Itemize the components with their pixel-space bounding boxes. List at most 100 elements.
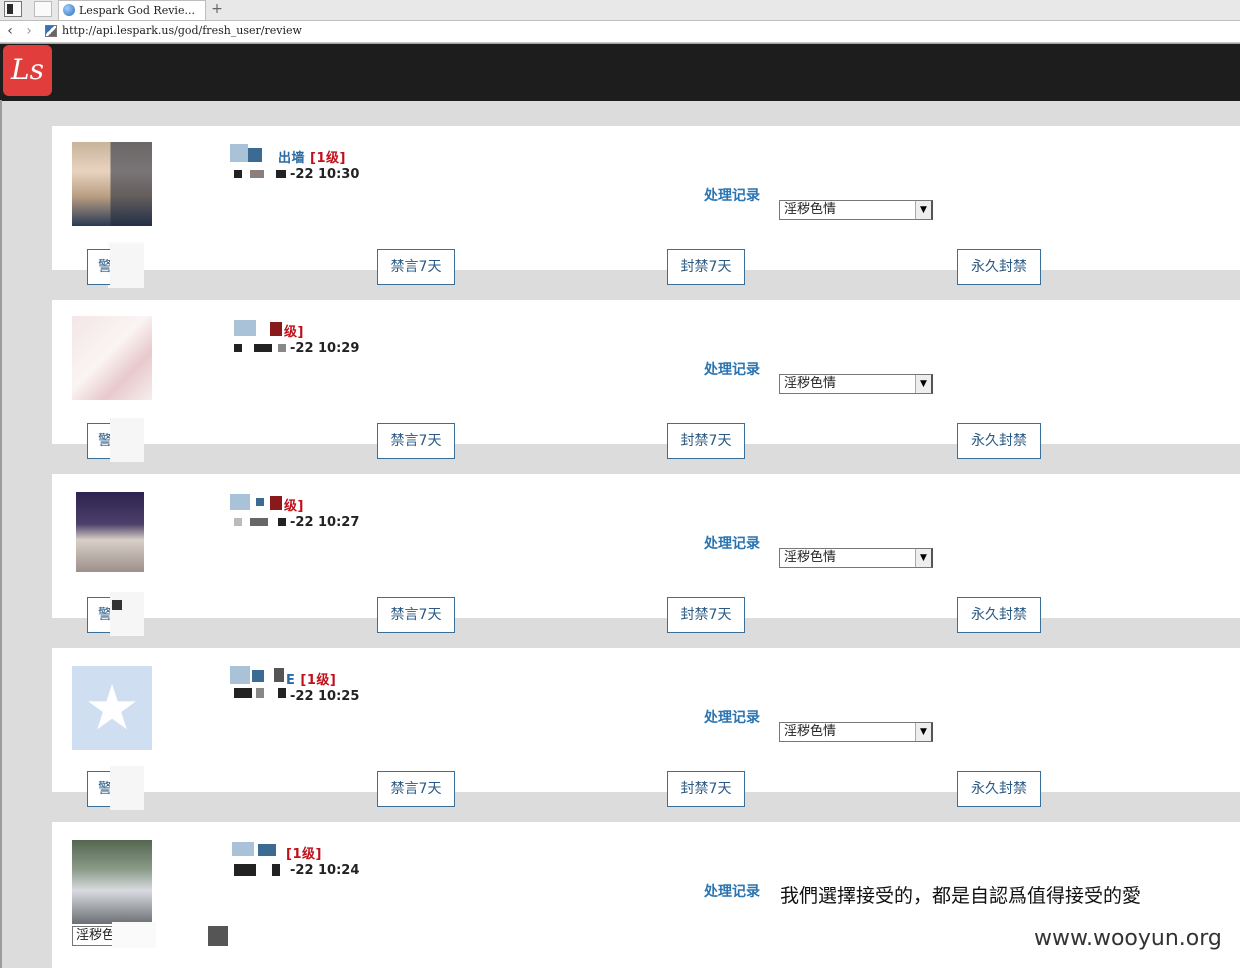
user-nickname[interactable]: 级] bbox=[284, 321, 304, 340]
user-level: [1级] bbox=[300, 673, 337, 688]
user-avatar[interactable] bbox=[72, 840, 152, 924]
pixelation-block bbox=[110, 418, 144, 462]
review-timestamp: -22 10:30 bbox=[290, 167, 360, 182]
mosaic-block bbox=[252, 670, 264, 682]
star-icon: ★ bbox=[84, 671, 140, 744]
forward-icon[interactable]: › bbox=[26, 23, 32, 39]
permanent-ban-button[interactable]: 永久封禁 bbox=[957, 771, 1041, 807]
user-avatar[interactable]: ★ bbox=[72, 666, 152, 750]
page-border bbox=[0, 100, 2, 968]
mosaic-block bbox=[230, 494, 250, 510]
mosaic-block bbox=[258, 844, 276, 856]
warn-button[interactable]: 警 bbox=[87, 771, 111, 807]
mosaic-block bbox=[230, 144, 248, 162]
ban-7-days-button[interactable]: 封禁7天 bbox=[667, 249, 745, 285]
reason-select[interactable]: 淫秽色情▼ bbox=[779, 722, 933, 742]
user-level: 级] bbox=[284, 499, 304, 514]
user-nickname[interactable]: E [1级] bbox=[286, 673, 337, 688]
warn-button[interactable]: 警 bbox=[87, 249, 111, 285]
mosaic-block bbox=[112, 600, 122, 610]
mosaic-block bbox=[208, 926, 228, 946]
user-nickname[interactable]: 出墙 [1级] bbox=[278, 151, 346, 166]
permanent-ban-button[interactable]: 永久封禁 bbox=[957, 597, 1041, 633]
mosaic-block bbox=[276, 170, 286, 178]
mosaic-block bbox=[250, 518, 268, 526]
user-avatar[interactable] bbox=[72, 316, 152, 400]
watermark: www.wooyun.org bbox=[1034, 926, 1222, 951]
chevron-down-icon: ▼ bbox=[915, 375, 931, 393]
review-timestamp: -22 10:29 bbox=[290, 341, 360, 356]
process-record-link[interactable]: 处理记录 bbox=[704, 710, 760, 726]
browser-tab-bar: Lespark God Revie... + bbox=[0, 0, 1240, 21]
process-record-link[interactable]: 处理记录 bbox=[704, 536, 760, 552]
tab-list-icon[interactable] bbox=[34, 1, 52, 17]
tab-title: Lespark God Revie... bbox=[79, 4, 195, 17]
user-avatar[interactable] bbox=[72, 142, 152, 226]
process-record-link[interactable]: 处理记录 bbox=[704, 884, 760, 900]
mosaic-block bbox=[256, 498, 264, 506]
reason-select[interactable]: 淫秽色情▼ bbox=[779, 200, 933, 220]
process-record-link[interactable]: 处理记录 bbox=[704, 362, 760, 378]
review-card: 级] -22 10:29 处理记录 淫秽色情▼ 警 禁言7天 封禁7天 永久封禁 bbox=[52, 300, 1240, 462]
chevron-down-icon: ▼ bbox=[915, 201, 931, 219]
mute-7-days-button[interactable]: 禁言7天 bbox=[377, 597, 455, 633]
ban-7-days-button[interactable]: 封禁7天 bbox=[667, 771, 745, 807]
reason-select[interactable]: 淫秽色情▼ bbox=[779, 548, 933, 568]
warn-button[interactable]: 警 bbox=[87, 597, 111, 633]
browser-tab[interactable]: Lespark God Revie... bbox=[58, 0, 206, 20]
mosaic-block bbox=[272, 864, 280, 876]
user-level: [1级] bbox=[286, 847, 322, 862]
process-record-link[interactable]: 处理记录 bbox=[704, 188, 760, 204]
ban-7-days-button[interactable]: 封禁7天 bbox=[667, 597, 745, 633]
user-nickname[interactable]: [1级] bbox=[286, 843, 322, 862]
mosaic-block bbox=[234, 864, 256, 876]
mosaic-block bbox=[278, 518, 286, 526]
mosaic-block bbox=[234, 170, 242, 178]
ban-7-days-button[interactable]: 封禁7天 bbox=[667, 423, 745, 459]
mosaic-block bbox=[232, 842, 254, 856]
back-icon[interactable]: ‹ bbox=[7, 23, 13, 39]
app-header: Ls bbox=[0, 43, 1240, 101]
page-icon bbox=[45, 25, 57, 37]
chevron-down-icon: ▼ bbox=[915, 723, 931, 741]
permanent-ban-button[interactable]: 永久封禁 bbox=[957, 249, 1041, 285]
user-nickname[interactable]: 级] bbox=[284, 495, 304, 514]
mosaic-block bbox=[234, 344, 242, 352]
mosaic-block bbox=[250, 170, 264, 178]
mosaic-block bbox=[278, 688, 286, 698]
pixelation-block bbox=[112, 922, 156, 948]
mute-7-days-button[interactable]: 禁言7天 bbox=[377, 249, 455, 285]
mosaic-block bbox=[248, 148, 262, 162]
globe-icon bbox=[63, 4, 75, 16]
user-avatar[interactable] bbox=[76, 492, 144, 572]
mosaic-block bbox=[254, 344, 272, 352]
warn-button[interactable]: 警 bbox=[87, 423, 111, 459]
address-bar: ‹ › http://api.lespark.us/god/fresh_user… bbox=[0, 21, 1240, 43]
mosaic-block bbox=[256, 688, 264, 698]
mosaic-block bbox=[234, 518, 242, 526]
review-card: 级] -22 10:27 处理记录 淫秽色情▼ 警 禁言7天 封禁7天 永久封禁 bbox=[52, 474, 1240, 636]
mute-7-days-button[interactable]: 禁言7天 bbox=[377, 423, 455, 459]
mosaic-block bbox=[234, 688, 252, 698]
new-tab-button[interactable]: + bbox=[211, 1, 223, 17]
pixelation-block bbox=[110, 766, 144, 810]
url-input[interactable]: http://api.lespark.us/god/fresh_user/rev… bbox=[62, 24, 302, 37]
user-level: [1级] bbox=[310, 151, 346, 166]
mosaic-block bbox=[274, 668, 284, 682]
mosaic-block bbox=[278, 344, 286, 352]
lespark-logo[interactable]: Ls bbox=[3, 45, 52, 96]
mosaic-block bbox=[270, 496, 282, 510]
reason-select[interactable]: 淫秽色 bbox=[72, 926, 118, 946]
chevron-down-icon: ▼ bbox=[915, 549, 931, 567]
reason-select[interactable]: 淫秽色情▼ bbox=[779, 374, 933, 394]
permanent-ban-button[interactable]: 永久封禁 bbox=[957, 423, 1041, 459]
user-level: 级] bbox=[284, 325, 304, 340]
review-timestamp: -22 10:24 bbox=[290, 863, 360, 878]
review-timestamp: -22 10:25 bbox=[290, 689, 360, 704]
pixelation-block bbox=[110, 244, 144, 288]
mute-7-days-button[interactable]: 禁言7天 bbox=[377, 771, 455, 807]
review-timestamp: -22 10:27 bbox=[290, 515, 360, 530]
mosaic-block bbox=[234, 320, 256, 336]
window-menu-icon[interactable] bbox=[4, 1, 22, 17]
review-card: 出墙 [1级] -22 10:30 处理记录 淫秽色情▼ 警 禁言7天 封禁7天… bbox=[52, 126, 1240, 288]
